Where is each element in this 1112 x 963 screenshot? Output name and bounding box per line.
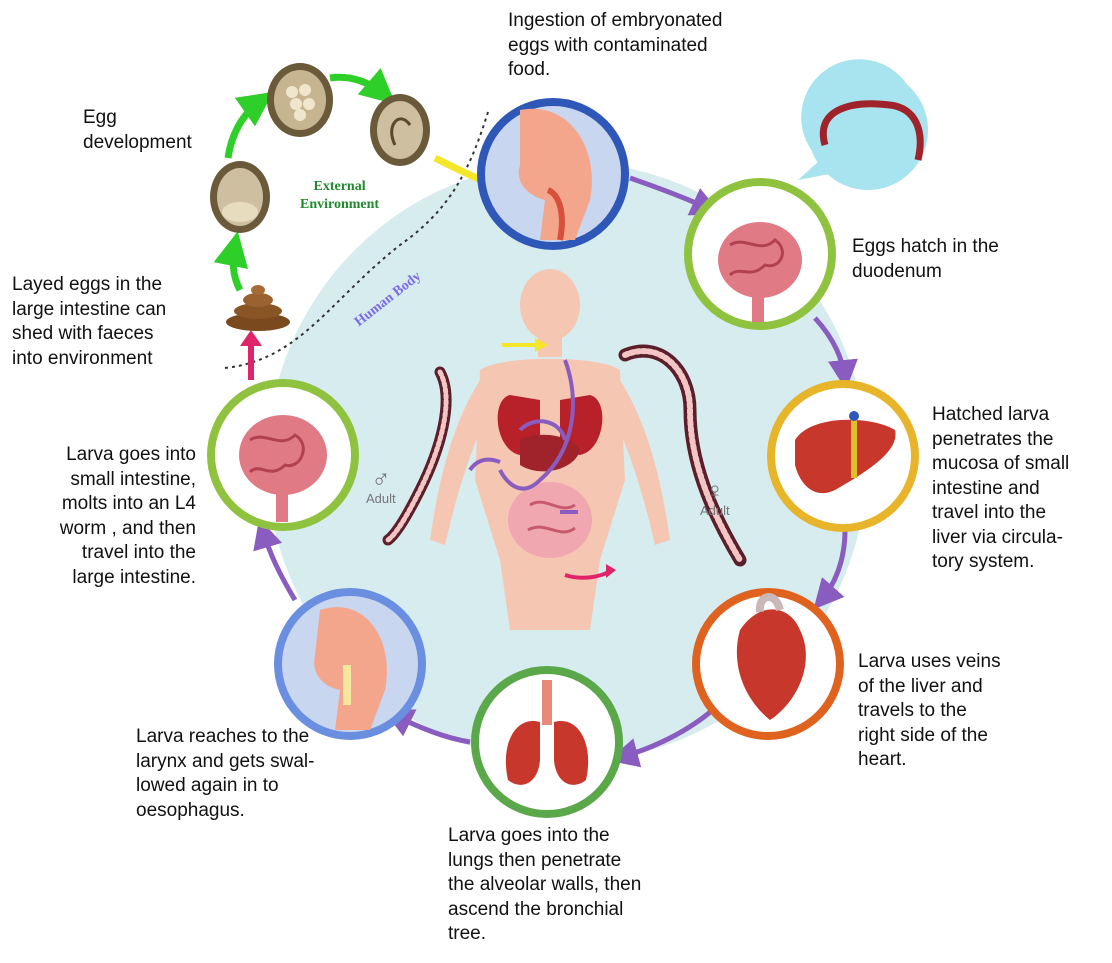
arrow-egg-to-embryo [330,77,385,95]
ingestion-step-circle [481,102,625,246]
worm-speech-bubble [798,59,928,190]
egg-development-label: Egg development [83,106,192,155]
egg-icon [267,63,333,137]
female-adult-text: Adult [700,503,730,518]
faeces-icon [226,285,290,331]
male-adult-label: ♂ Adult [366,466,396,506]
external-environment-label: External Environment [300,178,379,214]
developing-egg-icon [210,161,270,233]
male-symbol-icon: ♂ [366,466,396,492]
liver-step-circle [771,384,915,528]
arrow-shed-head [240,330,262,346]
larynx-label: Larva reaches to the larynx and gets swa… [136,725,314,823]
female-symbol-icon: ♀ [700,478,730,504]
ingestion-label: Ingestion of embryonated eggs with conta… [508,9,722,83]
male-adult-text: Adult [366,491,396,506]
arrow-faeces-to-egg [233,245,240,290]
hatch-step-circle [688,182,832,326]
heart-step-circle [696,592,840,736]
embryonated-egg-icon [370,94,430,166]
larynx-step-circle [278,592,422,736]
lungs-label: Larva goes into the lungs then penetrate… [448,824,641,947]
small-intestine-label: Larva goes into small intestine, molts i… [20,443,196,590]
penetrate-label: Hatched larva penetrates the mucosa of s… [932,403,1069,575]
female-adult-label: ♀ Adult [700,478,730,518]
arrow-egg-to-egg [228,100,262,158]
hatch-label: Eggs hatch in the duodenum [852,235,999,284]
heart-label: Larva uses veins of the liver and travel… [858,650,1001,773]
small-intestine-step-circle [211,383,355,527]
lungs-step-circle [475,670,619,814]
shed-label: Layed eggs in the large intestine can sh… [12,273,166,371]
